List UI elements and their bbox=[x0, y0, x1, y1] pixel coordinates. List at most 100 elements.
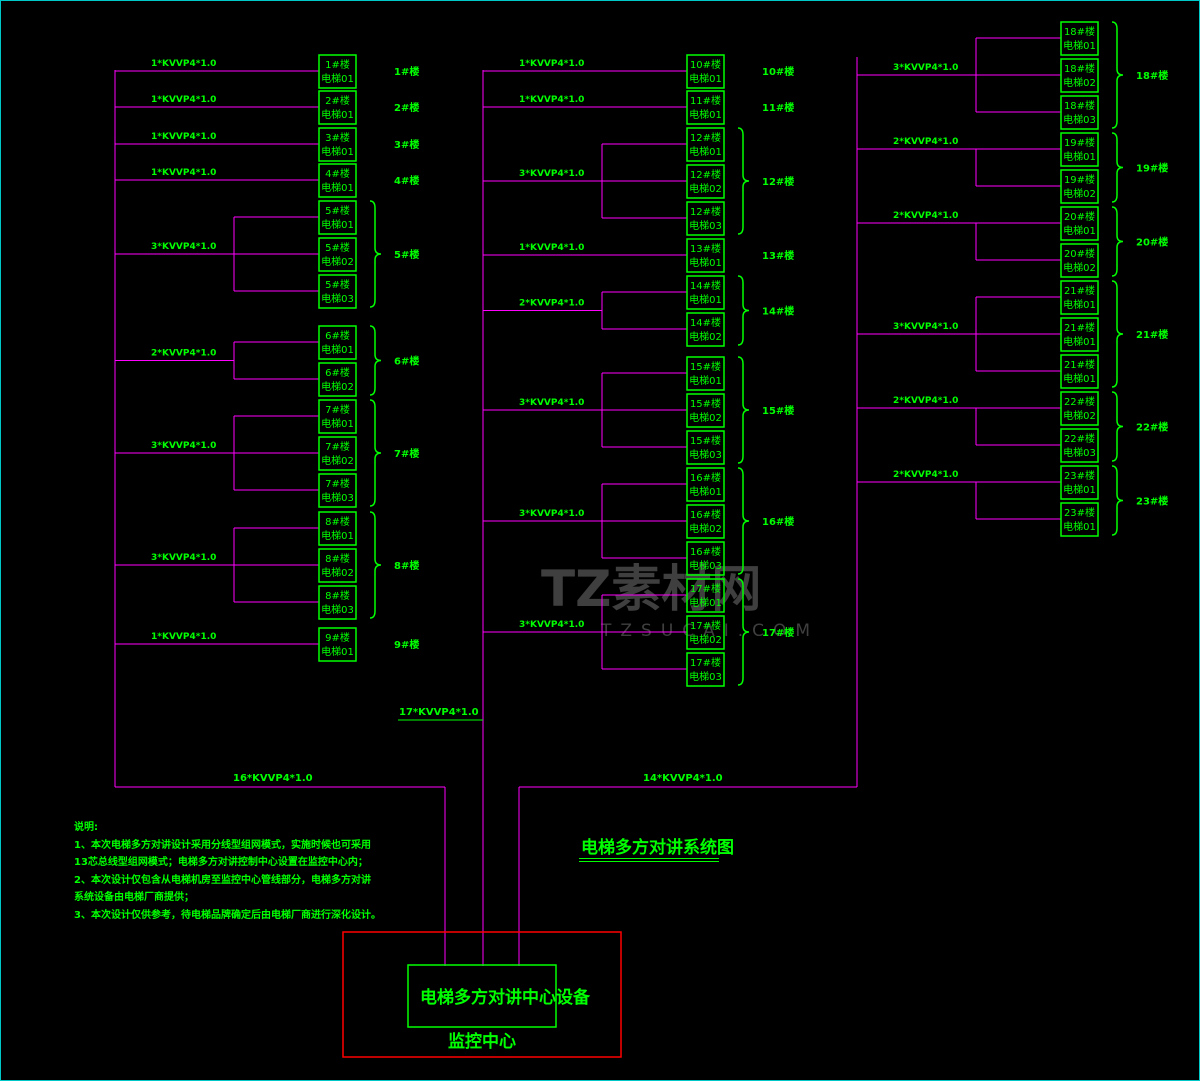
elevator-box bbox=[318, 274, 357, 309]
elevator-building-label: 15#楼 bbox=[690, 360, 721, 373]
elevator-building-label: 4#楼 bbox=[325, 167, 350, 180]
building-label: 19#楼 bbox=[1136, 162, 1168, 175]
elevator-unit-label: 电梯01 bbox=[1063, 372, 1096, 385]
group-brace bbox=[737, 275, 750, 346]
elevator-unit-label: 电梯02 bbox=[321, 380, 354, 393]
cable-spec-label: 2*KVVP4*1.0 bbox=[893, 470, 958, 480]
elevator-building-label: 6#楼 bbox=[325, 329, 350, 342]
diagram-title: 电梯多方对讲系统图 bbox=[581, 838, 734, 858]
elevator-box bbox=[1060, 169, 1099, 204]
elevator-unit-label: 电梯03 bbox=[1063, 446, 1096, 459]
elevator-unit-label: 电梯01 bbox=[321, 108, 354, 121]
elevator-box bbox=[686, 504, 725, 539]
elevator-building-label: 19#楼 bbox=[1064, 136, 1095, 149]
cable-spec-label: 3*KVVP4*1.0 bbox=[151, 441, 216, 451]
elevator-building-label: 23#楼 bbox=[1064, 506, 1095, 519]
elevator-unit-label: 电梯03 bbox=[689, 219, 722, 232]
elevator-building-label: 18#楼 bbox=[1064, 62, 1095, 75]
building-label: 23#楼 bbox=[1136, 495, 1168, 508]
elevator-unit-label: 电梯02 bbox=[689, 633, 722, 646]
group-brace bbox=[737, 578, 750, 686]
elevator-building-label: 14#楼 bbox=[690, 316, 721, 329]
building-label: 18#楼 bbox=[1136, 69, 1168, 82]
elevator-building-label: 7#楼 bbox=[325, 403, 350, 416]
cable-spec-label: 1*KVVP4*1.0 bbox=[519, 95, 584, 105]
group-brace bbox=[1111, 465, 1124, 536]
group-brace bbox=[737, 127, 750, 235]
elevator-unit-label: 电梯01 bbox=[321, 529, 354, 542]
group-brace bbox=[369, 511, 382, 619]
elevator-box bbox=[686, 54, 725, 89]
elevator-building-label: 21#楼 bbox=[1064, 358, 1095, 371]
elevator-box bbox=[686, 541, 725, 576]
notes-line: 3、本次设计仅供参考，待电梯品牌确定后由电梯厂商进行深化设计。 bbox=[74, 909, 381, 921]
elevator-unit-label: 电梯02 bbox=[689, 182, 722, 195]
elevator-building-label: 8#楼 bbox=[325, 552, 350, 565]
building-label: 8#楼 bbox=[394, 559, 419, 572]
elevator-unit-label: 电梯01 bbox=[1063, 520, 1096, 533]
building-label: 15#楼 bbox=[762, 404, 794, 417]
elevator-unit-label: 电梯01 bbox=[321, 645, 354, 658]
elevator-building-label: 16#楼 bbox=[690, 471, 721, 484]
cable-spec-label: 3*KVVP4*1.0 bbox=[151, 242, 216, 252]
elevator-building-label: 5#楼 bbox=[325, 204, 350, 217]
cable-spec-label: 3*KVVP4*1.0 bbox=[893, 322, 958, 332]
elevator-building-label: 21#楼 bbox=[1064, 284, 1095, 297]
elevator-unit-label: 电梯03 bbox=[321, 292, 354, 305]
elevator-building-label: 12#楼 bbox=[690, 205, 721, 218]
elevator-unit-label: 电梯01 bbox=[321, 417, 354, 430]
group-brace bbox=[1111, 21, 1124, 129]
elevator-building-label: 17#楼 bbox=[690, 656, 721, 669]
elevator-building-label: 17#楼 bbox=[690, 582, 721, 595]
cable-spec-label: 1*KVVP4*1.0 bbox=[151, 132, 216, 142]
elevator-box bbox=[1060, 21, 1099, 56]
cable-spec-label: 1*KVVP4*1.0 bbox=[519, 243, 584, 253]
notes-heading: 说明: bbox=[74, 822, 98, 833]
notes-line: 2、本次设计仅包含从电梯机房至监控中心管线部分，电梯多方对讲 bbox=[74, 874, 371, 886]
monitoring-room-label: 监控中心 bbox=[448, 1031, 516, 1052]
elevator-building-label: 18#楼 bbox=[1064, 99, 1095, 112]
group-brace bbox=[369, 399, 382, 507]
elevator-box bbox=[318, 627, 357, 662]
elevator-building-label: 13#楼 bbox=[690, 242, 721, 255]
elevator-building-label: 1#楼 bbox=[325, 58, 350, 71]
building-label: 5#楼 bbox=[394, 248, 419, 261]
elevator-building-label: 19#楼 bbox=[1064, 173, 1095, 186]
group-brace bbox=[1111, 280, 1124, 388]
elevator-box bbox=[686, 275, 725, 310]
group-brace bbox=[1111, 132, 1124, 203]
cable-spec-label: 3*KVVP4*1.0 bbox=[151, 553, 216, 563]
elevator-unit-label: 电梯01 bbox=[689, 293, 722, 306]
cable-spec-label: 1*KVVP4*1.0 bbox=[151, 632, 216, 642]
elevator-box bbox=[318, 399, 357, 434]
elevator-unit-label: 电梯01 bbox=[1063, 483, 1096, 496]
elevator-unit-label: 电梯01 bbox=[689, 374, 722, 387]
elevator-building-label: 20#楼 bbox=[1064, 210, 1095, 223]
cable-spec-label: 1*KVVP4*1.0 bbox=[151, 59, 216, 69]
notes-line: 系统设备由电梯厂商提供； bbox=[74, 892, 194, 903]
elevator-building-label: 14#楼 bbox=[690, 279, 721, 292]
cable-spec-label: 1*KVVP4*1.0 bbox=[151, 168, 216, 178]
watermark-sub: TZSUCAI.COM bbox=[601, 621, 820, 641]
elevator-unit-label: 电梯01 bbox=[321, 181, 354, 194]
elevator-unit-label: 电梯02 bbox=[321, 255, 354, 268]
elevator-box bbox=[318, 325, 357, 360]
elevator-box bbox=[1060, 465, 1099, 500]
elevator-unit-label: 电梯03 bbox=[689, 559, 722, 572]
elevator-box bbox=[1060, 132, 1099, 167]
elevator-box bbox=[686, 238, 725, 273]
elevator-box bbox=[318, 473, 357, 508]
elevator-building-label: 23#楼 bbox=[1064, 469, 1095, 482]
elevator-building-label: 11#楼 bbox=[690, 94, 721, 107]
group-brace bbox=[369, 325, 382, 396]
middle-trunk-cable-label: 17*KVVP4*1.0 bbox=[399, 707, 479, 718]
elevator-box bbox=[318, 511, 357, 546]
cable-spec-label: 2*KVVP4*1.0 bbox=[151, 349, 216, 359]
cable-spec-label: 2*KVVP4*1.0 bbox=[893, 211, 958, 221]
elevator-unit-label: 电梯03 bbox=[321, 491, 354, 504]
elevator-unit-label: 电梯02 bbox=[1063, 187, 1096, 200]
building-label: 20#楼 bbox=[1136, 236, 1168, 249]
building-label: 10#楼 bbox=[762, 65, 794, 78]
elevator-building-label: 17#楼 bbox=[690, 619, 721, 632]
elevator-building-label: 8#楼 bbox=[325, 515, 350, 528]
